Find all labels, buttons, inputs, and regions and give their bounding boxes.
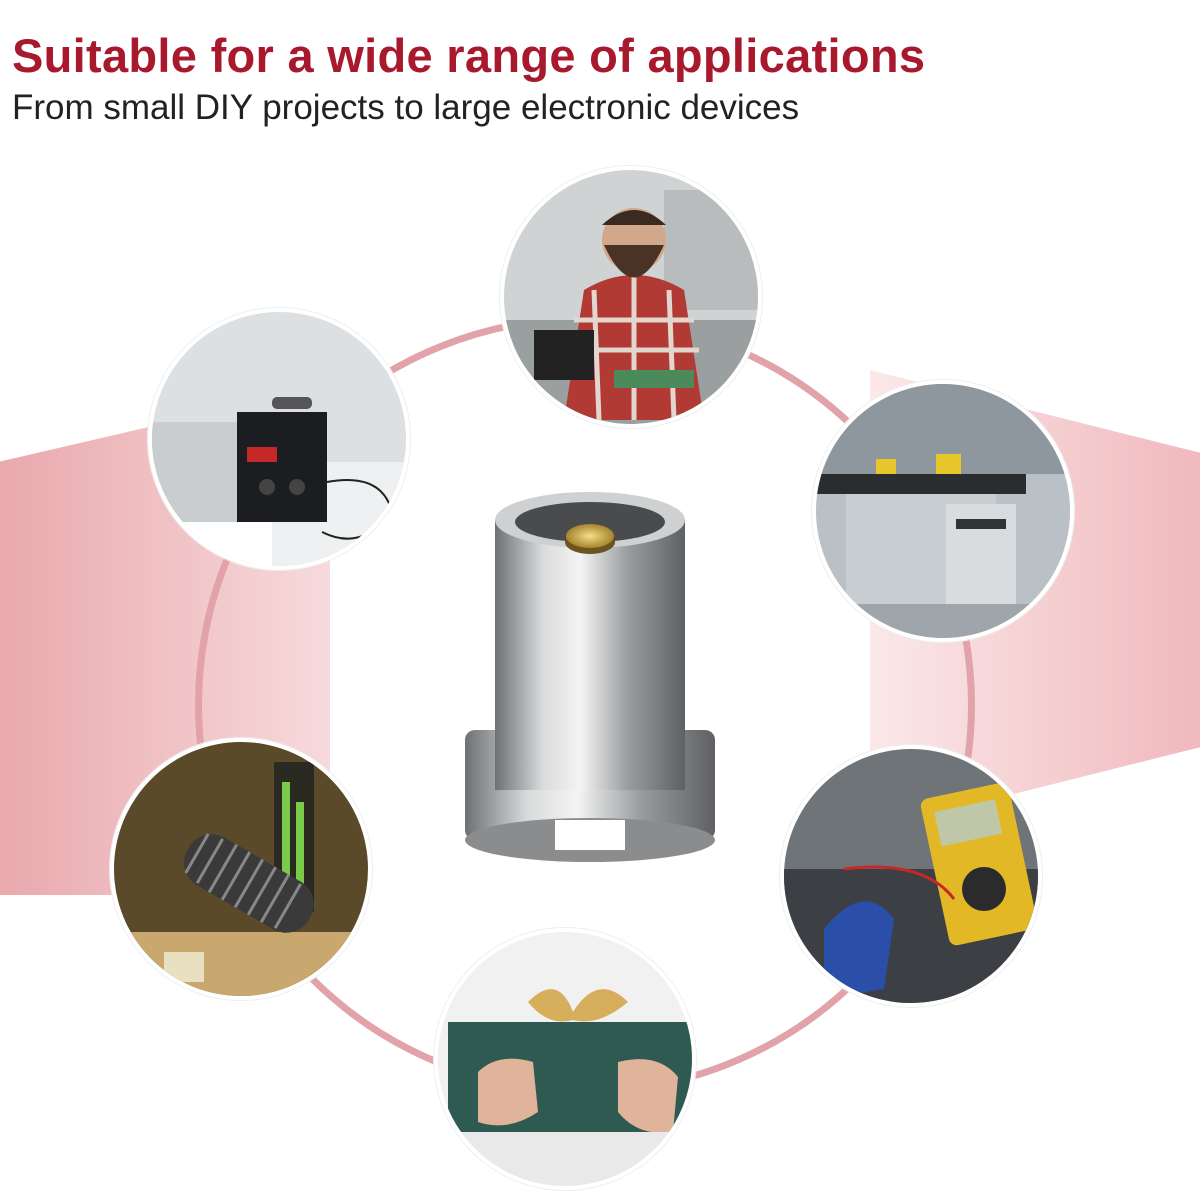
photo-gift-box xyxy=(434,928,696,1190)
photo-power-station xyxy=(148,308,410,570)
photo-workbench-soldering xyxy=(500,166,762,428)
photo-electronics-lab xyxy=(812,380,1074,642)
page-title: Suitable for a wide range of application… xyxy=(12,29,926,82)
photo-multimeter-testing xyxy=(780,745,1042,1007)
product-magnetic-connector xyxy=(460,490,720,870)
photo-studio-microphone xyxy=(110,738,372,1000)
page-subtitle: From small DIY projects to large electro… xyxy=(12,88,800,127)
